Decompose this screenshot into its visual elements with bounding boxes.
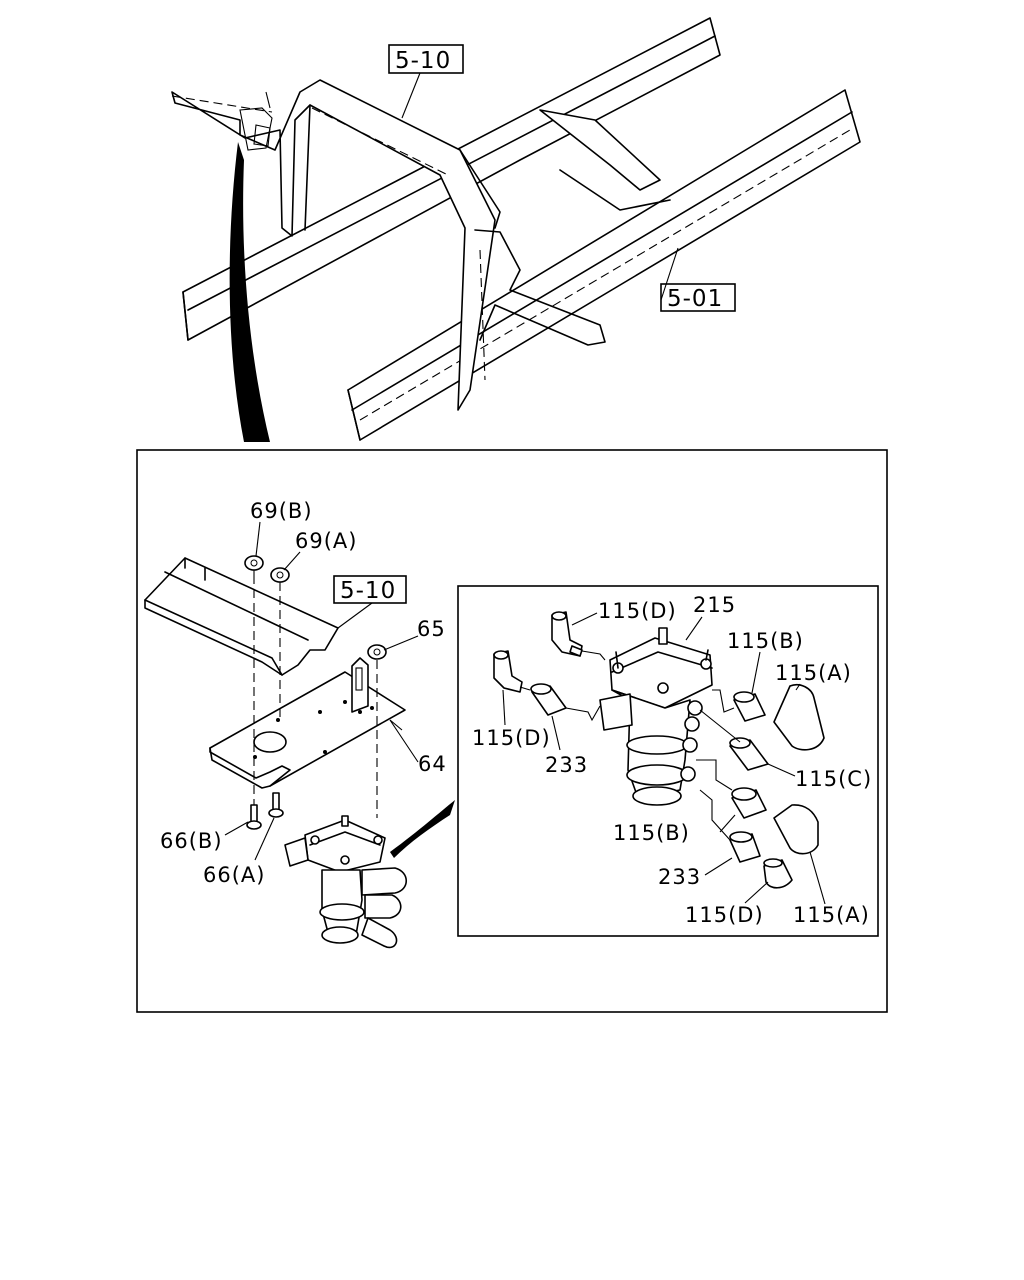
label-115a-bottom: 115(A) — [793, 903, 870, 927]
detail-frame — [136, 449, 888, 1013]
inner-detail-frame — [457, 585, 879, 937]
label-115d-bottom: 115(D) — [685, 903, 764, 927]
label-115b-top: 115(B) — [727, 629, 804, 653]
label-69b: 69(B) — [250, 499, 313, 523]
ref-5-10-text: 5-10 — [395, 48, 451, 74]
cap-115a-top — [773, 683, 825, 751]
bolt-66a — [268, 792, 284, 818]
label-115b-bottom: 115(B) — [613, 821, 690, 845]
cap-115a-bottom — [773, 804, 819, 855]
relay-valve-215 — [599, 627, 713, 806]
connector-233-left — [530, 683, 567, 716]
plug-115d-bottom — [763, 858, 793, 889]
nut-65 — [367, 644, 387, 660]
fitting-115b-top — [733, 691, 766, 722]
ref-5-01-text: 5-01 — [667, 286, 723, 312]
callout-5-01: 5-01 — [660, 247, 736, 312]
label-66b: 66(B) — [160, 829, 223, 853]
label-115d-left: 115(D) — [472, 726, 551, 750]
label-64: 64 — [418, 752, 447, 776]
label-215: 215 — [693, 593, 736, 617]
mounting-plate — [209, 657, 406, 789]
label-65: 65 — [417, 617, 446, 641]
label-115a-top: 115(A) — [775, 661, 852, 685]
fitting-115b-bottom — [731, 787, 767, 819]
nut-69b — [244, 555, 264, 575]
ref-box-5-10-detail — [333, 575, 407, 604]
plug-115c — [729, 737, 769, 771]
label-69a: 69(A) — [295, 529, 357, 553]
connector-233-bottom — [729, 831, 761, 863]
ref-box-5-10 — [388, 44, 464, 74]
label-233-left: 233 — [545, 753, 588, 777]
label-233-bottom: 233 — [658, 865, 701, 889]
ref-5-10-detail-text: 5-10 — [340, 578, 396, 604]
nut-69a — [270, 567, 290, 583]
ref-box-5-01 — [660, 283, 736, 312]
label-115d-top: 115(D) — [598, 599, 677, 623]
label-66a: 66(A) — [203, 863, 265, 887]
label-115c: 115(C) — [795, 767, 872, 791]
bolt-66b — [246, 804, 262, 830]
callout-5-10-top: 5-10 — [388, 44, 464, 119]
elbow-115d-left — [493, 650, 523, 693]
frame-assembly — [171, 17, 861, 442]
crossmember-section: 5-10 — [144, 557, 407, 676]
relay-valve-small — [284, 800, 455, 949]
elbow-115d-top — [551, 611, 583, 657]
